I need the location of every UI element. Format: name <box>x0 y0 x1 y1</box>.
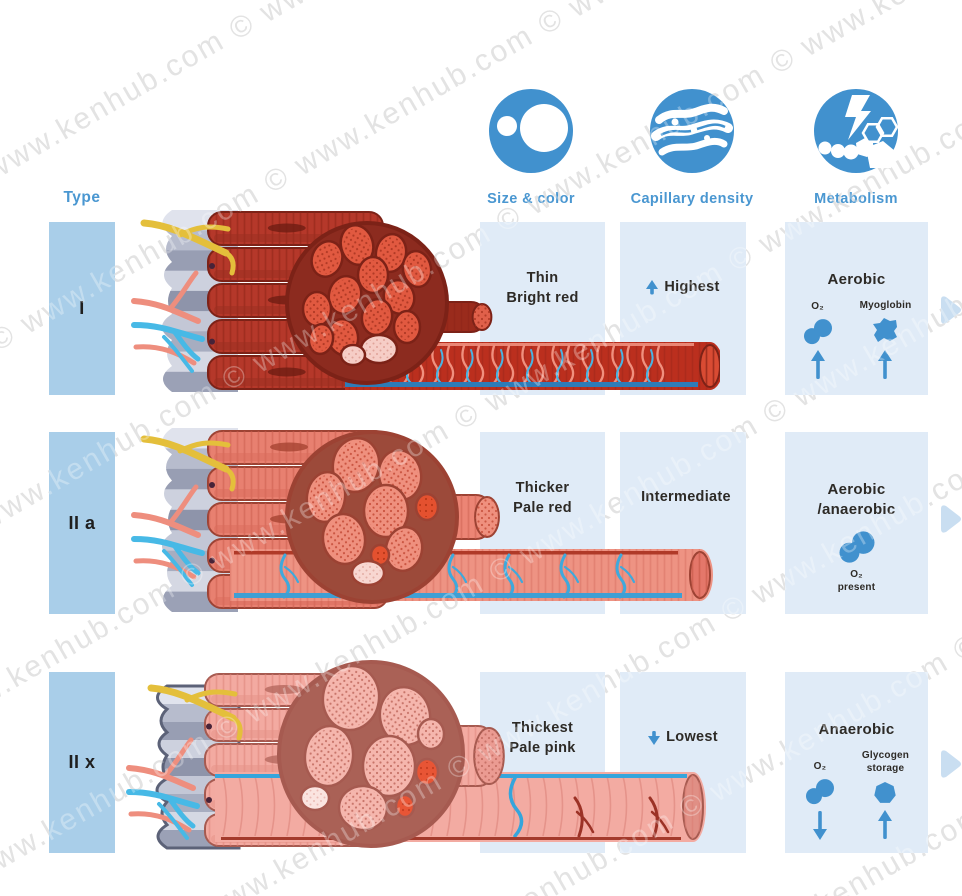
metabolism-item-label: Glycogen storage <box>861 750 910 775</box>
metabolism-item-label: O₂ present <box>837 568 876 593</box>
metabolism-box: Aerobic O₂ Myoglobin <box>785 222 928 395</box>
up-arrow-icon <box>878 810 893 840</box>
size-color-box: Thickest Pale pink <box>480 672 605 853</box>
size-color-box: Thin Bright red <box>480 222 605 395</box>
up-arrow-icon <box>810 350 825 380</box>
metabolism-item: Myoglobin <box>860 299 912 380</box>
capillary-density-box: Highest <box>620 222 746 395</box>
metabolism-box: Anaerobic O₂ Glycogen storage <box>785 672 928 853</box>
capillary-density-label: Capillary density <box>630 191 754 207</box>
glycogen-hexagon-icon <box>872 780 898 805</box>
size-color-icon <box>489 89 573 173</box>
metabolism-items: O₂ present <box>837 530 877 594</box>
up-arrow-icon <box>646 280 659 295</box>
next-arrow-icon <box>938 294 962 326</box>
o2-molecule-icon <box>802 318 834 345</box>
size-color-box: Thicker Pale red <box>480 432 605 614</box>
metabolism-item: O₂ <box>802 300 834 380</box>
fiber-type-row-I: I Thin Bright red Highest Aerobic O₂ Myog… <box>0 210 962 395</box>
metabolism-item: O₂ present <box>837 530 877 594</box>
column-header-size-color: Size & color <box>446 86 616 207</box>
fiber-type-row-IIa: II a Thicker Pale red Intermediate Aerob… <box>0 428 962 614</box>
size-color-label: Size & color <box>487 191 575 207</box>
type-label-box: II x <box>49 672 115 853</box>
type-label-box: I <box>49 222 115 395</box>
metabolism-items: O₂ Glycogen storage <box>804 749 909 841</box>
down-arrow-icon <box>812 810 827 841</box>
metabolism-label: Metabolism <box>814 191 898 207</box>
metabolism-item: Glycogen storage <box>862 749 909 840</box>
column-header-metabolism: Metabolism <box>771 86 941 207</box>
o2-molecule-icon <box>804 778 836 805</box>
metabolism-item: O₂ <box>804 760 836 841</box>
metabolism-title: Aerobic /anaerobic <box>817 481 896 519</box>
fiber-type-row-IIx: II x Thickest Pale pink Lowest Anaerobic… <box>0 660 962 853</box>
myoglobin-blob-icon <box>870 317 900 345</box>
type-column-header: Type <box>63 189 101 206</box>
capillary-density-icon <box>650 89 734 173</box>
o2-molecule-icon <box>837 530 877 564</box>
up-arrow-icon <box>878 350 893 380</box>
capillary-density-value: Lowest <box>666 729 718 745</box>
type-label-box: II a <box>49 432 115 614</box>
capillary-density-value: Intermediate <box>641 489 731 505</box>
metabolism-icon <box>814 89 899 173</box>
metabolism-box: Aerobic /anaerobic O₂ present <box>785 432 928 614</box>
metabolism-title: Aerobic <box>827 271 886 288</box>
capillary-density-box: Intermediate <box>620 432 746 614</box>
next-arrow-icon <box>938 748 962 780</box>
next-arrow-icon <box>938 503 962 535</box>
metabolism-item-label: Myoglobin <box>859 300 912 312</box>
metabolism-item-label: O₂ <box>811 301 824 313</box>
metabolism-items: O₂ Myoglobin <box>802 299 912 380</box>
capillary-density-value: Highest <box>664 279 720 295</box>
metabolism-item-label: O₂ <box>813 761 827 773</box>
metabolism-title: Anaerobic <box>818 721 895 738</box>
capillary-density-box: Lowest <box>620 672 746 853</box>
down-arrow-icon <box>648 730 661 745</box>
column-header-capillary-density: Capillary density <box>607 86 777 207</box>
